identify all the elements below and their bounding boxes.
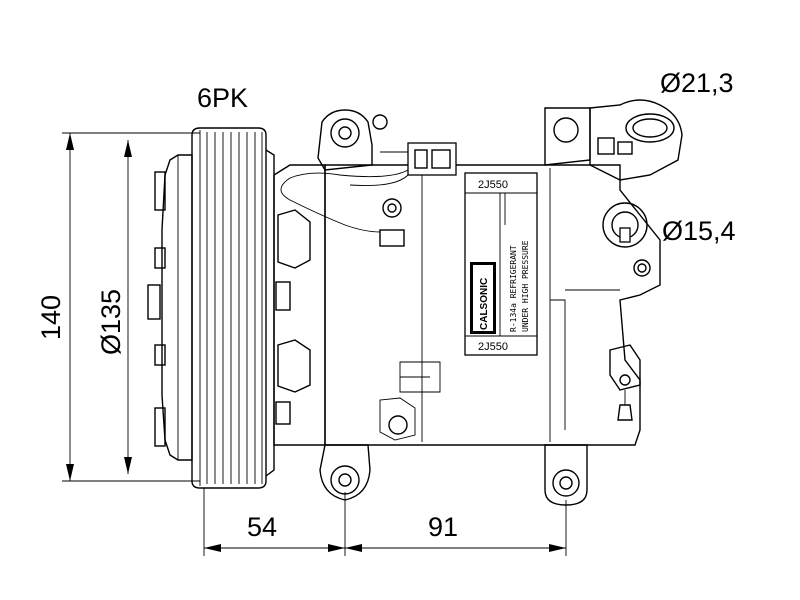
part-number-bottom: 2J550 [478,341,508,353]
pulley [191,127,275,489]
large-port-diameter-label: Ø21,3 [660,68,734,98]
belt-type-label: 6PK [197,83,248,113]
small-port-diameter-label: Ø15,4 [662,216,736,246]
brand-label: CALSONIC [479,278,490,330]
compressor-label: 2J550 2J550 CALSONIC R-134a REFRIGERANT … [464,172,538,356]
bottom-dimensions [203,488,567,556]
suction-port [602,202,651,277]
warning-line-2: UNDER HIGH PRESSURE [521,240,530,332]
mounting-ear-bottom-right [544,444,588,506]
mounting-ear-top-right [544,99,683,181]
relief-valve [609,344,641,421]
part-number-top: 2J550 [478,179,508,191]
pulley-diameter-dimension [124,140,132,474]
pulley-diameter-label: Ø135 [96,289,126,355]
compressor-body [324,164,661,446]
height-dimension [62,132,200,482]
pulley-offset-label: 54 [247,512,277,542]
mounting-ear-top-left [317,109,388,171]
front-housing [273,164,326,446]
height-label: 140 [36,295,66,340]
clutch-connector [280,142,457,247]
mounting-ear-bottom-left [319,444,371,501]
body-length-label: 91 [428,512,458,542]
clutch-hub [147,154,193,461]
warning-line-1: R-134a REFRIGERANT [509,245,518,332]
